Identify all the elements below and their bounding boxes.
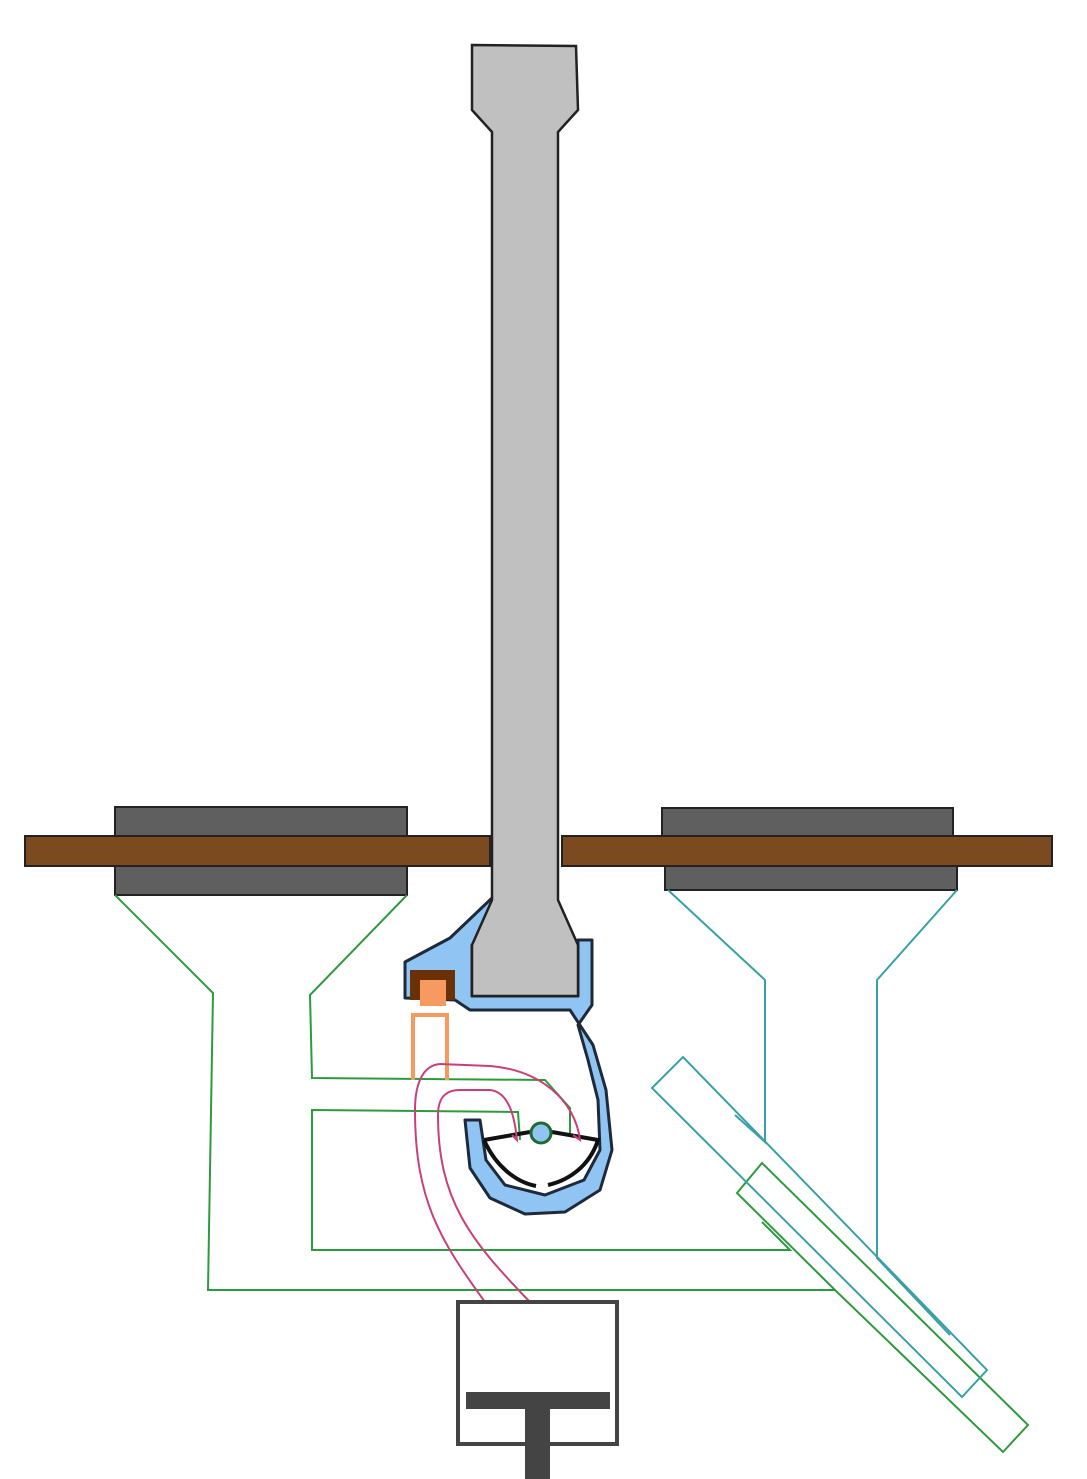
left-plate: [24, 835, 491, 867]
green-channel: [114, 894, 1030, 1454]
hook: [403, 896, 614, 1216]
rod: [470, 43, 580, 998]
right-plate: [561, 835, 1053, 867]
piston-head: [466, 1392, 610, 1409]
pivot-ball: [529, 1121, 553, 1145]
bowl: [482, 1130, 601, 1188]
pink-wires: [413, 1062, 582, 1303]
orange-fork: [411, 1013, 449, 1080]
teal-channel: [650, 889, 989, 1399]
left-lower-block: [114, 865, 408, 896]
orange-block: [420, 980, 446, 1006]
right-upper-block: [661, 807, 954, 838]
piston-rod: [525, 1409, 550, 1479]
right-lower-block: [664, 865, 958, 891]
left-upper-block: [114, 806, 408, 838]
